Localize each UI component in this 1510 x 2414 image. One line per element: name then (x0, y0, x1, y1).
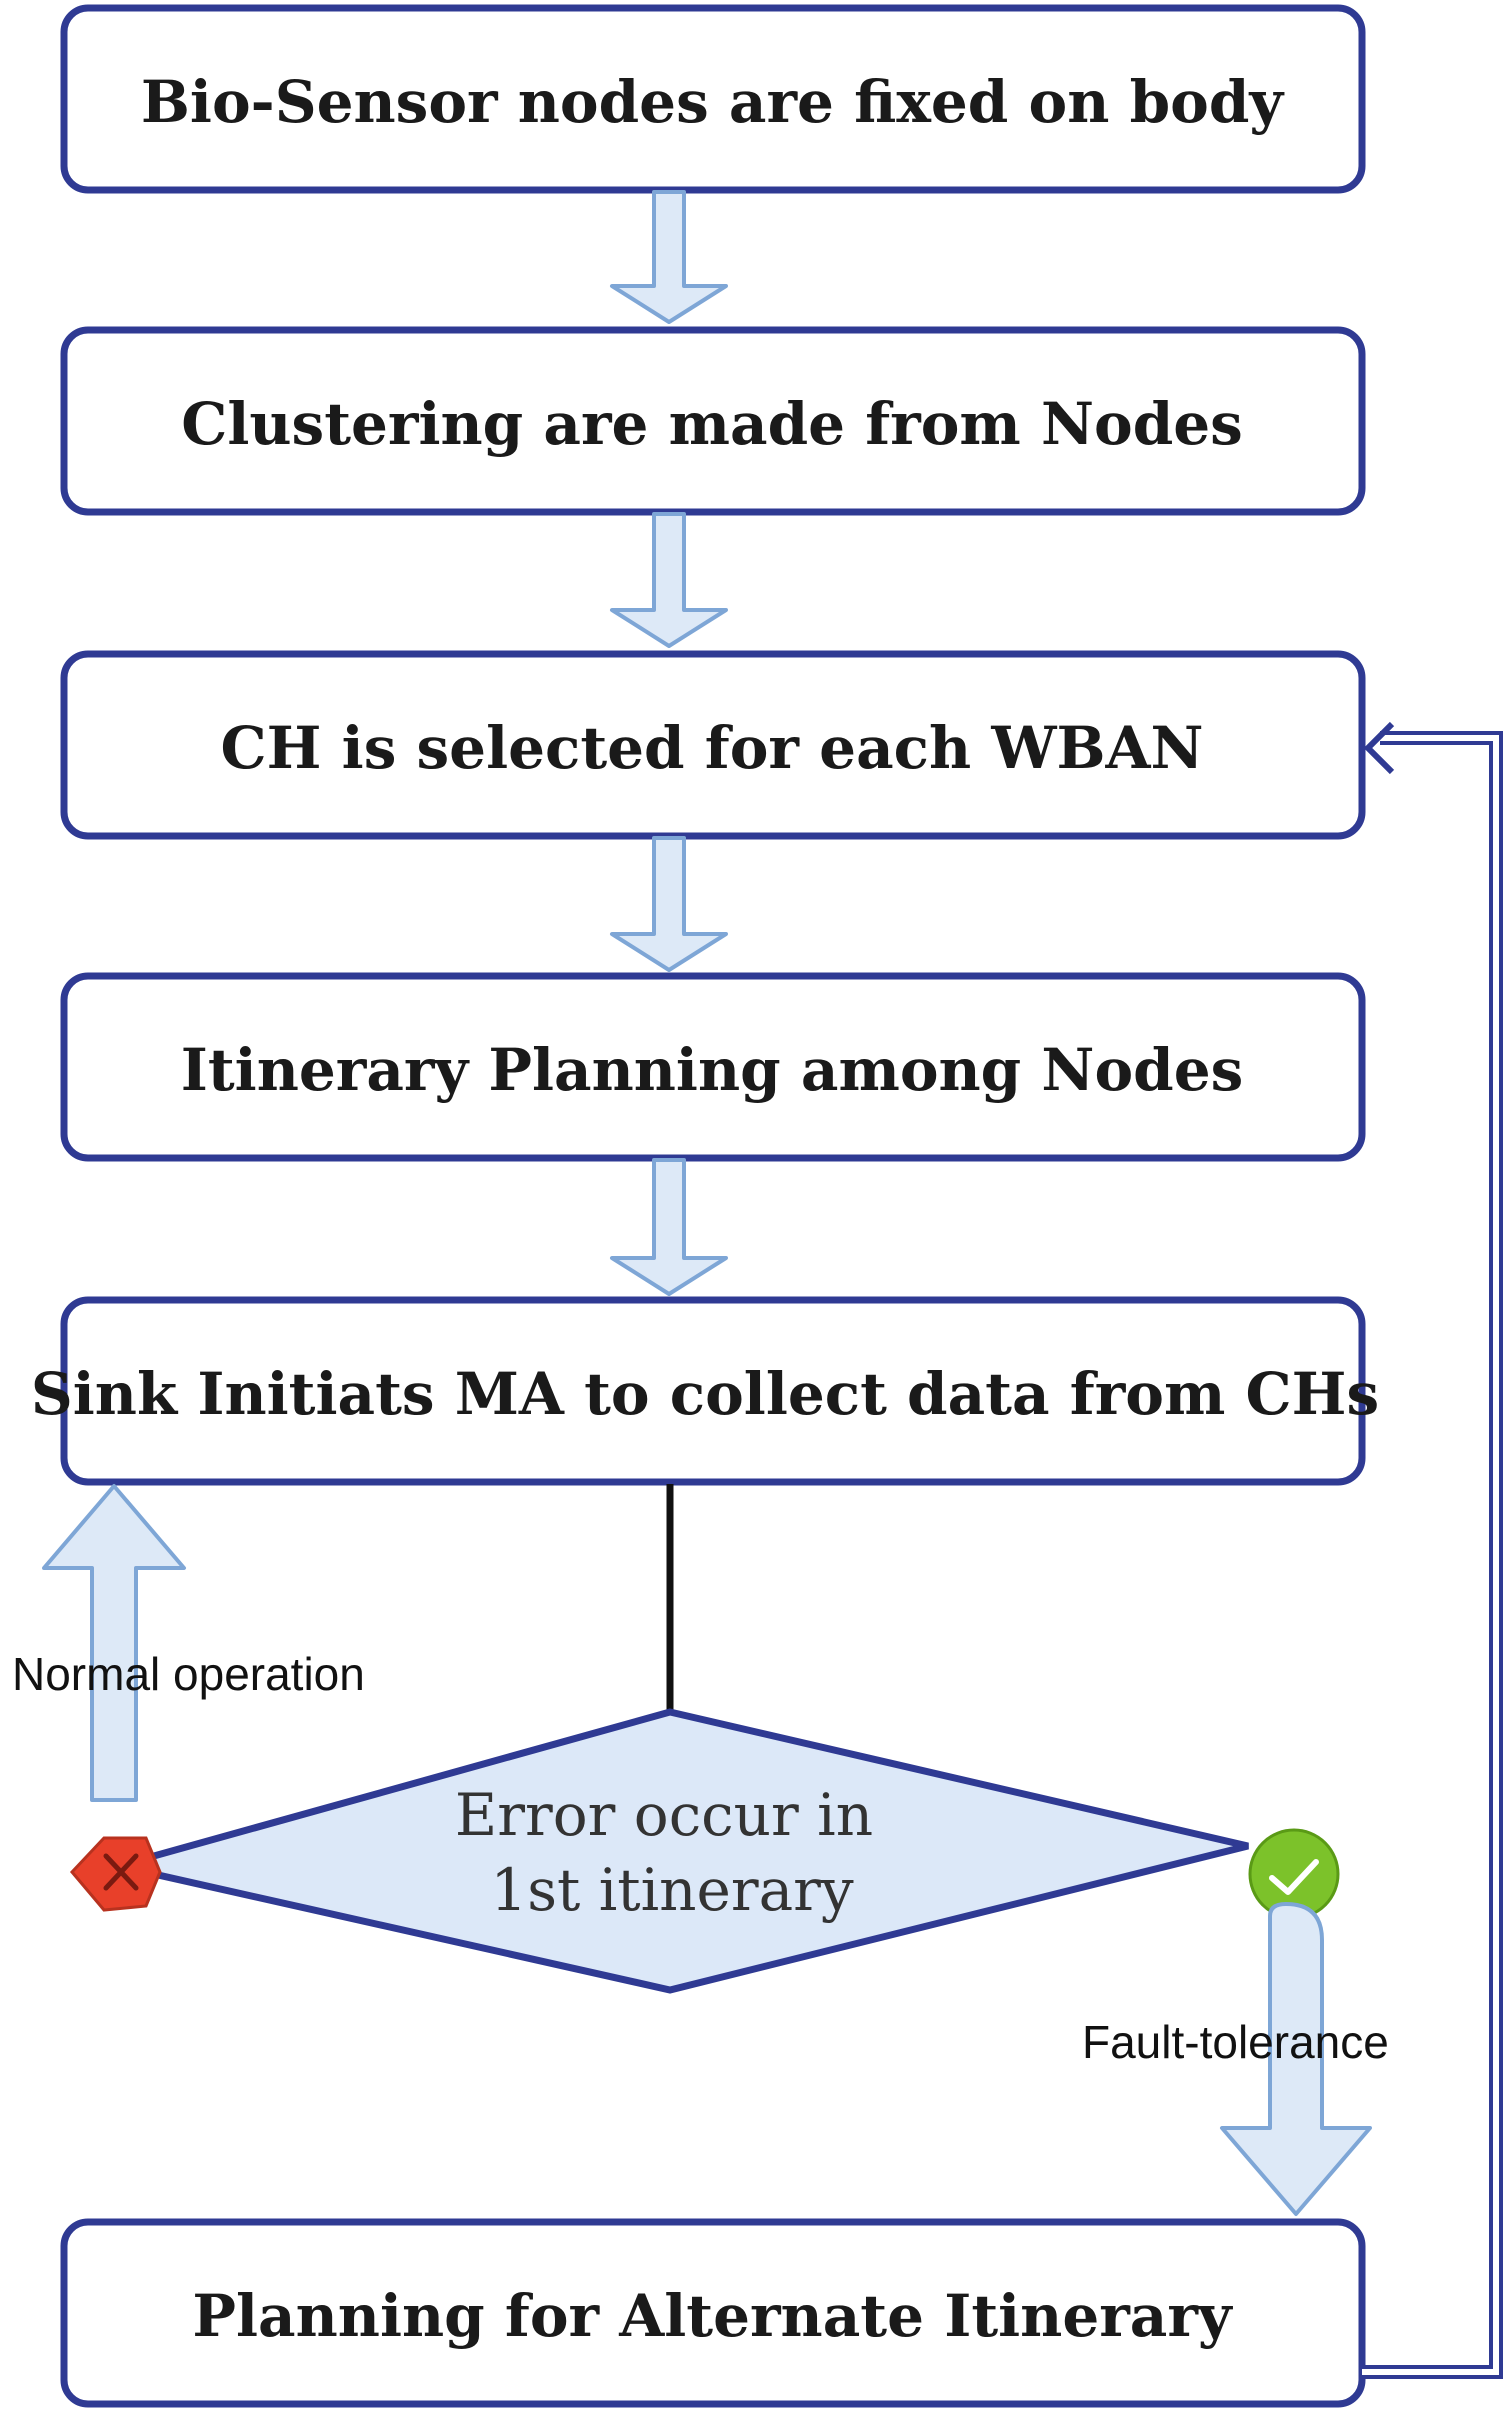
normal-operation-label: Normal operation (12, 1648, 365, 1700)
step-box-5: Sink Initiats MA to collect data from CH… (31, 1296, 1379, 1486)
step-label-4: Itinerary Planning among Nodes (181, 1036, 1244, 1104)
normal-operation-arrow (42, 1484, 186, 1802)
step-box-3: CH is selected for each WBAN (60, 650, 1366, 840)
fault-tolerance-label: Fault-tolerance (1082, 2016, 1389, 2068)
feedback-loop-arrow (1362, 721, 1503, 2379)
x-mark-icon (69, 1836, 162, 1912)
flow-arrow-3 (610, 836, 728, 972)
step-box-2: Clustering are made from Nodes (60, 326, 1366, 516)
alternate-itinerary-box: Planning for Alternate Itinerary (60, 2218, 1366, 2408)
flow-arrow-2 (610, 512, 728, 648)
step-label-2: Clustering are made from Nodes (181, 390, 1243, 458)
step-box-1: Bio-Sensor nodes are fixed on body (60, 4, 1366, 194)
step-label-3: CH is selected for each WBAN (221, 714, 1204, 782)
step-label-5: Sink Initiats MA to collect data from CH… (31, 1360, 1379, 1428)
step-label-1: Bio-Sensor nodes are fixed on body (141, 68, 1285, 136)
decision-diamond: Error occur in 1st itinerary (117, 1708, 1249, 1994)
fault-tolerance-arrow (1220, 1902, 1372, 2216)
decision-label-line2: 1st itinerary (490, 1856, 854, 1924)
flow-arrow-4 (610, 1158, 728, 1296)
decision-label-line1: Error occur in (455, 1781, 873, 1849)
step-box-4: Itinerary Planning among Nodes (60, 972, 1366, 1162)
flow-arrow-1 (610, 190, 728, 324)
alternate-itinerary-label: Planning for Alternate Itinerary (192, 2282, 1234, 2350)
